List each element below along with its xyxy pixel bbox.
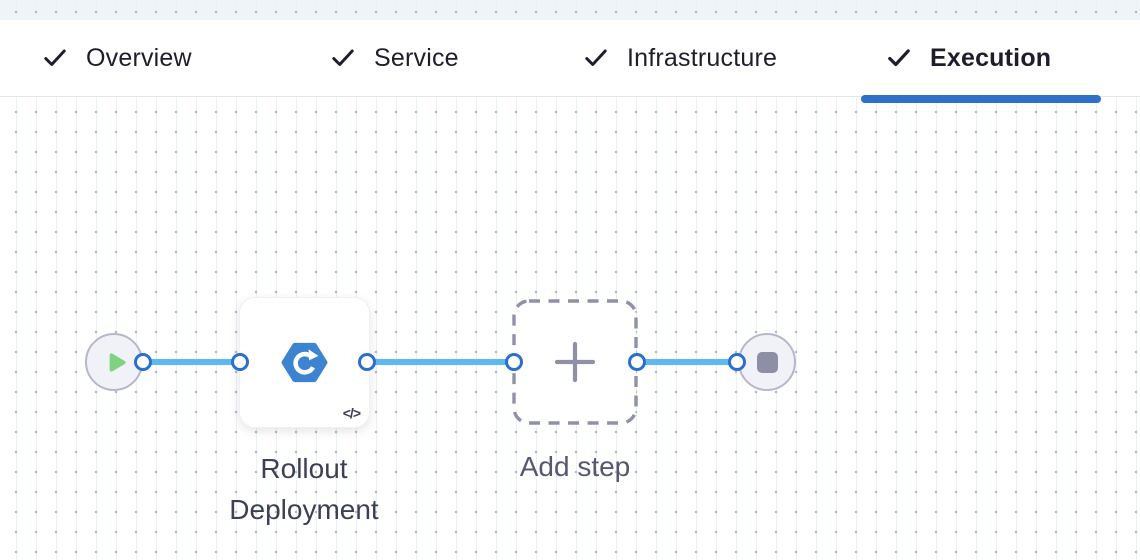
port-start-out[interactable] xyxy=(134,353,152,371)
tab-label-overview: Overview xyxy=(86,43,192,72)
play-icon xyxy=(103,349,130,376)
yaml-code-icon[interactable]: </> xyxy=(342,405,361,421)
active-tab-underline xyxy=(861,95,1101,103)
port-addstep-out[interactable] xyxy=(628,353,646,371)
tab-label-execution: Execution xyxy=(930,43,1052,72)
port-end-in[interactable] xyxy=(728,353,746,371)
check-icon xyxy=(42,45,68,71)
k8s-rollout-icon xyxy=(281,339,328,386)
edge-step-to-addstep xyxy=(367,359,514,365)
stage-tabbar: Overview Service Infrastructure xyxy=(0,20,1140,103)
check-icon xyxy=(330,45,356,71)
pipeline-end-node[interactable] xyxy=(738,333,796,391)
tab-label-infrastructure: Infrastructure xyxy=(627,43,778,72)
port-step-out[interactable] xyxy=(358,353,376,371)
tab-label-service: Service xyxy=(374,43,459,72)
tab-infrastructure[interactable]: Infrastructure xyxy=(583,20,777,96)
stop-icon xyxy=(756,351,778,373)
add-step-button[interactable] xyxy=(512,299,638,425)
check-icon xyxy=(583,45,609,71)
step-name-label: Rollout Deployment xyxy=(229,453,379,525)
plus-icon xyxy=(554,341,596,383)
port-step-in[interactable] xyxy=(231,353,249,371)
step-card-rollout-deployment[interactable]: </> xyxy=(239,297,370,428)
canvas-top-strip xyxy=(0,0,1140,20)
edge-start-to-step xyxy=(143,359,240,365)
tab-execution[interactable]: Execution xyxy=(886,20,1051,96)
edge-addstep-to-end xyxy=(637,359,737,365)
pipeline-start-node[interactable] xyxy=(85,333,143,391)
tab-service[interactable]: Service xyxy=(330,20,459,96)
check-icon xyxy=(886,45,912,71)
tab-overview[interactable]: Overview xyxy=(42,20,192,96)
add-step-label: Add step xyxy=(519,451,631,482)
port-addstep-in[interactable] xyxy=(505,353,523,371)
